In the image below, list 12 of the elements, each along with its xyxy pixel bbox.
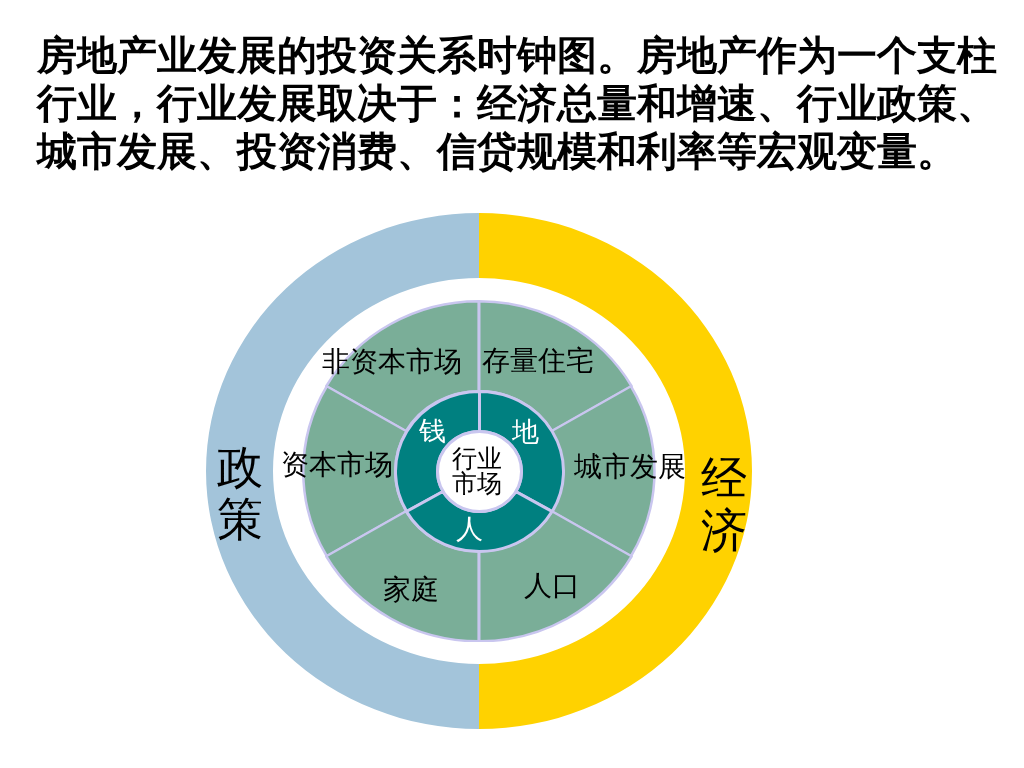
band-label: 政策 (216, 442, 264, 546)
segment-label: 家庭 (383, 573, 439, 605)
segment-label: 地 (511, 417, 539, 447)
segment-label: 钱 (418, 416, 446, 446)
center-label: 行业市场 (451, 446, 503, 496)
segment-label: 资本市场 (281, 448, 393, 480)
segment-label: 存量住宅 (482, 344, 594, 376)
band-label: 经济 (700, 453, 748, 557)
segment-label: 人口 (524, 569, 580, 601)
segment-label: 非资本市场 (322, 345, 462, 377)
segment-label: 人 (456, 514, 484, 544)
title: 房地产业发展的投资关系时钟图。房地产作为一个支柱行业，行业发展取决于：经济总量和增速、行业政策、城市发展、投资消费、信贷规模和利率等宏观变量。 (37, 31, 998, 175)
